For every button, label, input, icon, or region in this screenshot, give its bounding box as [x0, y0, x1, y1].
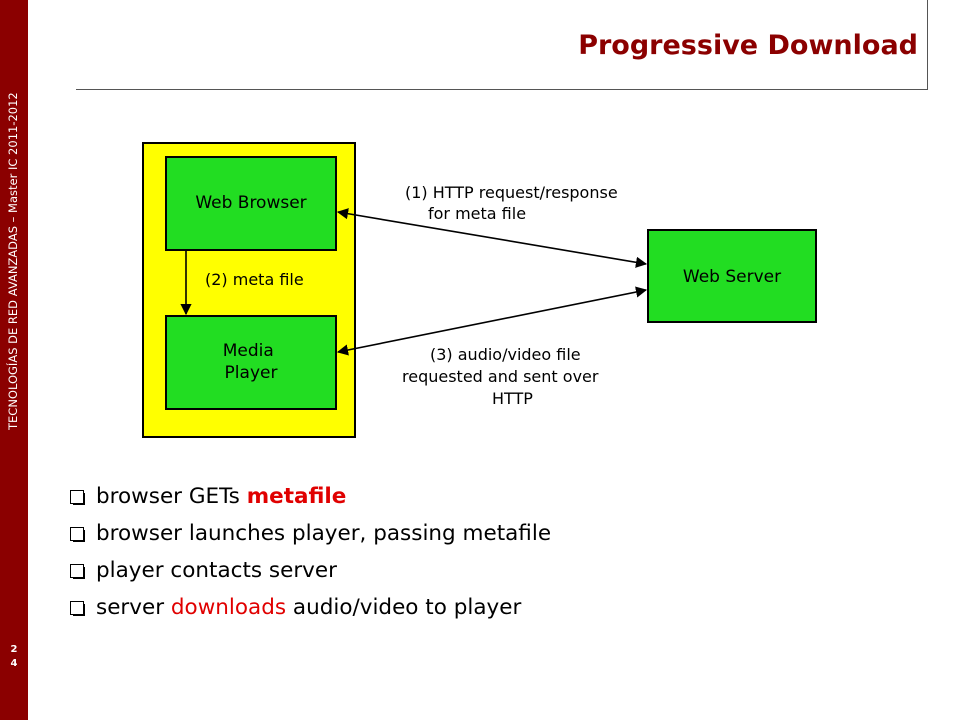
checkbox-bullet-icon — [70, 526, 85, 542]
sidebar: TECNOLOGÍAS DE RED AVANZADAS – Master IC… — [0, 0, 28, 720]
checkbox-bullet-icon — [70, 563, 85, 579]
label-audio-line: HTTP — [492, 389, 533, 408]
list-item: server downloads audio/video to player — [70, 589, 551, 626]
web-server-label: Web Server — [683, 267, 781, 287]
web-browser-label: Web Browser — [195, 193, 306, 213]
title-underline — [76, 89, 928, 90]
audio-video-arrow — [336, 286, 648, 356]
media-player-box — [165, 315, 337, 410]
http-meta-arrow — [336, 208, 648, 268]
progressive-download-diagram: Web Browser Media Player Web Server (2) … — [142, 142, 817, 438]
media-player-line: Player — [225, 363, 278, 383]
bullet-text: browser GETs — [96, 484, 247, 509]
checkbox-bullet-icon — [70, 600, 85, 616]
label-http-request: (1) HTTP request/response for meta file — [405, 183, 623, 223]
bullet-highlight: metafile — [246, 484, 347, 509]
page-number: 2 4 — [7, 643, 21, 671]
bullet-text-after: audio/video to player — [286, 595, 522, 620]
label-http-line: (1) HTTP request/response — [405, 183, 618, 202]
bullet-list: browser GETs metafile browser launches p… — [70, 478, 551, 626]
web-server-box — [647, 229, 817, 323]
label-audio-video: (3) audio/video file requested and sent … — [402, 345, 604, 408]
label-audio-line: (3) audio/video file — [430, 345, 581, 364]
bullet-text: server — [96, 595, 171, 620]
list-item: player contacts server — [70, 552, 551, 589]
bullet-text: browser launches player, passing metafil… — [96, 521, 552, 546]
slide-title: Progressive Download — [578, 30, 918, 61]
media-player-label: Media Player — [223, 341, 279, 383]
page-number-digit: 4 — [10, 658, 18, 669]
title-side-rule — [927, 0, 928, 90]
page-number-digit: 2 — [10, 644, 18, 655]
web-browser-box — [165, 156, 337, 251]
bullet-text: player contacts server — [96, 558, 337, 583]
bullet-highlight: downloads — [170, 595, 287, 620]
list-item: browser launches player, passing metafil… — [70, 515, 551, 552]
course-label: TECNOLOGÍAS DE RED AVANZADAS – Master IC… — [6, 92, 20, 430]
list-item: browser GETs metafile — [70, 478, 551, 515]
label-meta-file: (2) meta file — [205, 270, 304, 289]
label-http-line: for meta file — [428, 204, 526, 223]
label-audio-line: requested and sent over — [402, 367, 599, 386]
checkbox-bullet-icon — [70, 489, 85, 505]
media-player-line: Media — [223, 341, 274, 361]
